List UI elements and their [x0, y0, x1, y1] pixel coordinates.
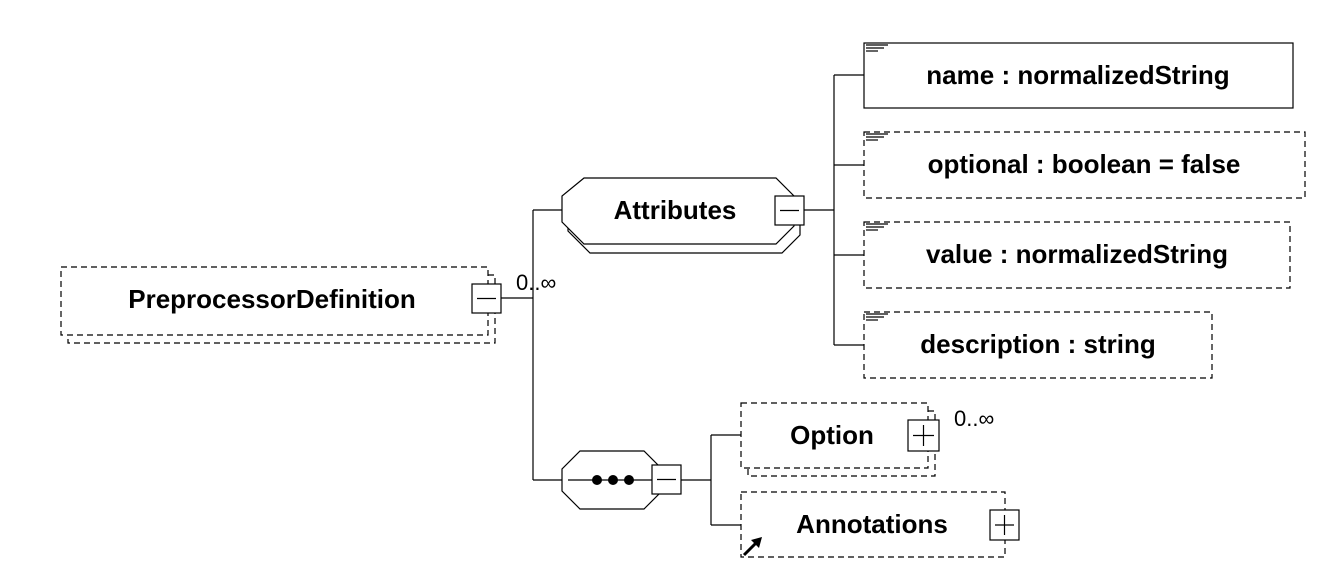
- sequence-dot: [592, 475, 602, 485]
- attribute-icon: [866, 44, 888, 52]
- root-cardinality: 0..∞: [516, 270, 556, 295]
- reference-arrow-icon: [742, 537, 762, 557]
- option-node[interactable]: Option: [740, 402, 940, 477]
- attribute-optional-label: optional : boolean = false: [928, 149, 1241, 179]
- preprocessor-definition-label: PreprocessorDefinition: [128, 284, 416, 314]
- collapse-icon[interactable]: [471, 283, 502, 314]
- option-label: Option: [790, 420, 874, 450]
- attribute-icon: [866, 313, 888, 321]
- expand-icon[interactable]: [989, 509, 1020, 541]
- attribute-value-label: value : normalizedString: [926, 239, 1228, 269]
- sequence-dot: [624, 475, 634, 485]
- preprocessor-definition-node[interactable]: PreprocessorDefinition: [60, 266, 502, 344]
- attribute-icon: [866, 223, 888, 231]
- collapse-icon[interactable]: [651, 464, 682, 495]
- collapse-icon[interactable]: [774, 195, 805, 226]
- attribute-description[interactable]: description : string: [863, 311, 1213, 379]
- attribute-name-label: name : normalizedString: [926, 60, 1229, 90]
- sequence-dot: [608, 475, 618, 485]
- annotations-node[interactable]: Annotations: [740, 491, 1020, 558]
- attribute-icon: [866, 133, 888, 141]
- attributes-group-node[interactable]: Attributes: [561, 177, 805, 254]
- attribute-optional[interactable]: optional : boolean = false: [863, 131, 1306, 199]
- attribute-name[interactable]: name : normalizedString: [863, 42, 1294, 109]
- attribute-description-label: description : string: [920, 329, 1155, 359]
- attributes-label: Attributes: [614, 195, 737, 225]
- expand-icon[interactable]: [907, 419, 940, 452]
- option-cardinality: 0..∞: [954, 406, 994, 431]
- attribute-value[interactable]: value : normalizedString: [863, 221, 1291, 289]
- sequence-compositor[interactable]: [561, 450, 682, 510]
- annotations-label: Annotations: [796, 509, 948, 539]
